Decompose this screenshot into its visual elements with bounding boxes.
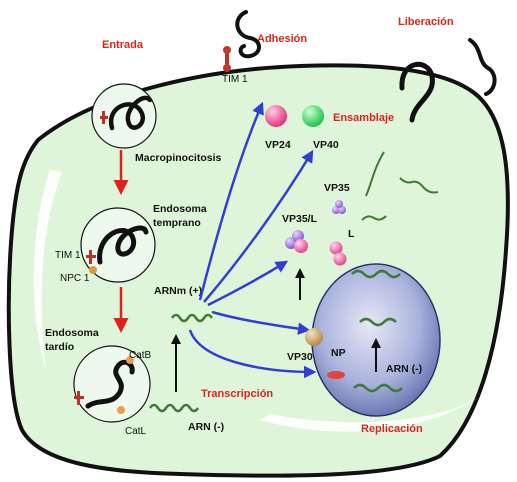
vp30-label: VP30 [287, 351, 313, 363]
protease-catl-icon [117, 406, 125, 414]
np-label: NP [331, 347, 346, 359]
protein-np-icon [327, 371, 345, 379]
stage-transcription: Transcripción [201, 388, 273, 400]
late-endosome-label-1: Endosoma [45, 327, 99, 339]
rna-strand-mrna-icon [170, 313, 214, 323]
npc1-label: NPC 1 [60, 273, 90, 284]
l-label: L [348, 228, 355, 240]
virion-entry-icon [108, 95, 153, 131]
arrow-to-vp40 [203, 149, 314, 303]
protein-vp35l-icon [285, 230, 308, 253]
tim1-receptor-icon [86, 250, 96, 264]
rna-strand-assembly-1-icon [365, 151, 385, 197]
macropinosome [91, 83, 157, 149]
membrane-swoosh-left [33, 170, 62, 370]
rna-strand-assembly-2-icon [399, 177, 439, 194]
virion-release-icon [399, 38, 497, 123]
tim1-receptor-icon [100, 111, 108, 124]
arrow-to-vp30 [211, 310, 311, 335]
early-endosome-label-2: temprano [153, 217, 201, 229]
vp35l-label: VP35/L [282, 213, 318, 225]
npc1-receptor-icon [89, 266, 97, 274]
stage-release: Liberación [398, 16, 454, 28]
cell-membrane [6, 63, 510, 478]
arrow-to-np [188, 329, 317, 379]
protein-vp30-icon [305, 328, 323, 346]
late-endosome [73, 345, 151, 423]
rna-strand-nucleus-mid-icon [359, 317, 397, 327]
stage-assembly: Ensamblaje [333, 112, 394, 124]
vp24-label: VP24 [265, 139, 291, 151]
protein-vp35-icon [332, 200, 346, 214]
arrow-to-vp35l [207, 260, 289, 307]
rna-strand-negative-cyto-icon [148, 403, 200, 413]
rna-strand-nucleus-bottom-icon [353, 383, 403, 393]
virion-adhesion-icon [235, 10, 261, 59]
early-endosome-label-1: Endosoma [153, 203, 207, 215]
catl-label: CatL [125, 426, 147, 437]
late-endosome-label-2: tardío [45, 341, 74, 353]
mrna-label: ARNm (+) [154, 285, 202, 297]
rna-negative-cyto-label: ARN (-) [188, 421, 224, 433]
tim1-surface-label: TIM 1 [222, 74, 248, 85]
stage-replication: Replicación [361, 423, 423, 435]
early-endosome [80, 207, 156, 283]
tim1-endosome-label: TIM 1 [55, 250, 81, 261]
vp40-label: VP40 [313, 139, 339, 151]
stage-adhesion: Adhesión [257, 33, 307, 45]
protein-vp40-icon [302, 105, 324, 127]
rna-strand-assembly-3-icon [361, 215, 387, 221]
virion-early-icon [97, 225, 149, 265]
stage-entry: Entrada [102, 39, 144, 51]
tim1-receptor-icon [223, 46, 231, 72]
membrane-swoosh-bottom [260, 398, 478, 432]
rna-strand-nucleus-top-icon [351, 269, 401, 279]
arrow-to-vp24 [198, 101, 264, 301]
tim1-receptor-icon [74, 391, 84, 405]
macropinocytosis-label: Macropinocitosis [135, 152, 222, 164]
protein-vp24-icon [265, 105, 287, 127]
protease-catb-icon [126, 356, 134, 364]
vp35-label: VP35 [324, 182, 350, 194]
protein-l-icon [329, 241, 347, 266]
catb-label: CatB [129, 350, 152, 361]
rna-negative-nucleus-label: ARN (-) [386, 363, 422, 375]
